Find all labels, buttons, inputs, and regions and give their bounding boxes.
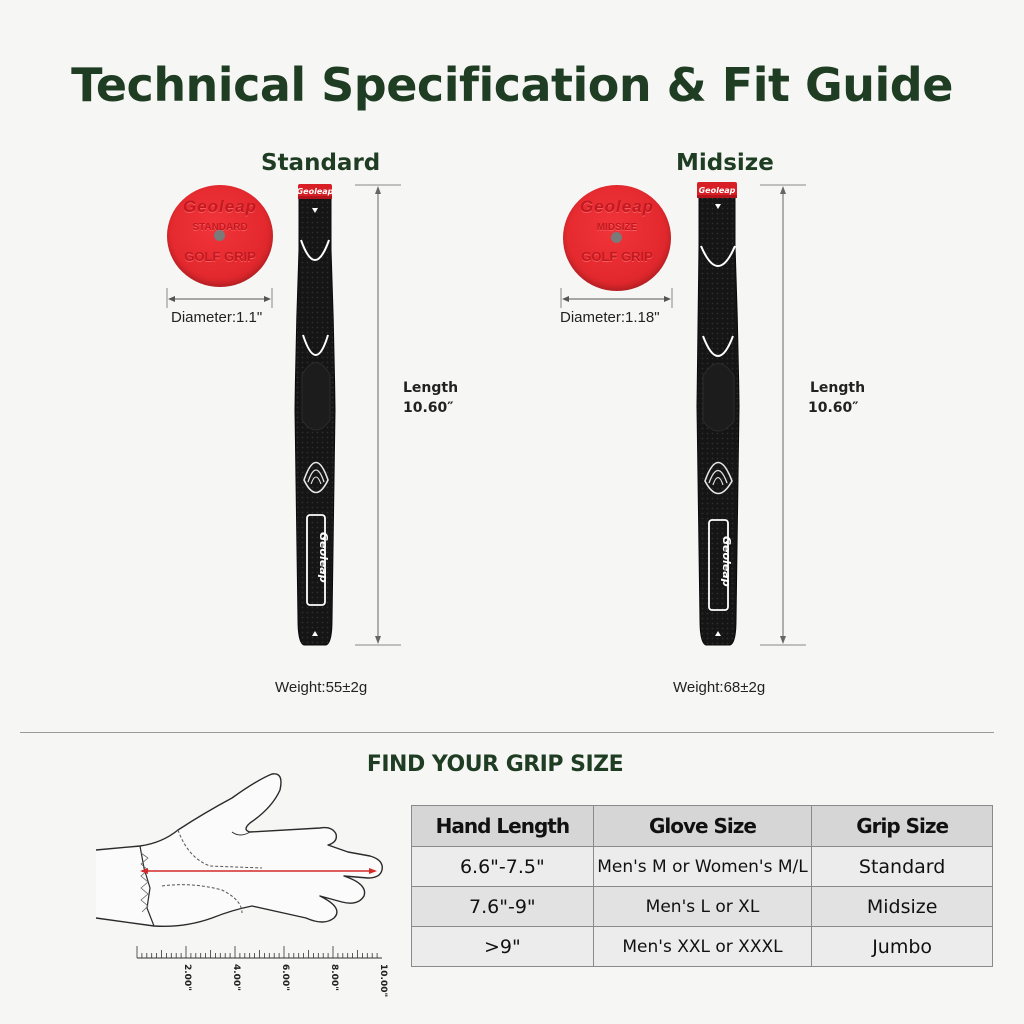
ruler-label-4: 4.00" bbox=[231, 964, 241, 991]
header-grip-size: Grip Size bbox=[811, 805, 993, 847]
page-title: Technical Specification & Fit Guide bbox=[71, 58, 953, 112]
glove-size-cell: Men's XXL or XXXL bbox=[592, 926, 813, 967]
grip-brand: Geoleap bbox=[720, 536, 733, 587]
fit-guide-title: FIND YOUR GRIP SIZE bbox=[366, 752, 624, 777]
header-hand-length: Hand Length bbox=[411, 805, 594, 847]
grip-size-cell: Jumbo bbox=[811, 926, 993, 967]
disc-size-label: MIDSIZE bbox=[596, 222, 638, 233]
ruler-label-8: 8.00" bbox=[329, 964, 339, 991]
midsize-diameter-text: Diameter:1.18" bbox=[560, 309, 660, 326]
grip-size-cell: Standard bbox=[811, 846, 993, 887]
midsize-weight-text: Weight:68±2g bbox=[673, 679, 766, 696]
midsize-diameter-arrow bbox=[560, 288, 673, 308]
hand-measurement-illustration: 2.00" 4.00" 6.00" 8.00" 10.00" bbox=[95, 773, 388, 997]
standard-diameter-arrow bbox=[166, 288, 273, 308]
ruler-label-10: 10.00" bbox=[378, 964, 388, 997]
disc-brand: Geoleap bbox=[182, 197, 258, 216]
standard-length-label: Length bbox=[403, 380, 459, 396]
midsize-length-arrow bbox=[760, 184, 806, 646]
ruler-label-2: 2.00" bbox=[182, 964, 192, 991]
glove-size-cell: Men's L or XL bbox=[592, 886, 813, 927]
standard-weight-text: Weight:55±2g bbox=[275, 679, 368, 696]
standard-title: Standard bbox=[261, 150, 381, 176]
standard-length-value: 10.60″ bbox=[403, 400, 454, 416]
disc-brand: Geoleap bbox=[579, 197, 655, 216]
midsize-grip-end-disc: Geoleap MIDSIZE GOLF GRIP bbox=[563, 185, 671, 291]
header-glove-size: Glove Size bbox=[592, 805, 813, 847]
table-row: 6.6"-7.5" Men's M or Women's M/L Standar… bbox=[411, 846, 993, 887]
standard-grip-image: Geoleap Geoleap bbox=[294, 184, 336, 646]
table-header-row: Hand Length Glove Size Grip Size bbox=[411, 805, 993, 847]
disc-size-label: STANDARD bbox=[192, 222, 248, 233]
table-row: 7.6"-9" Men's L or XL Midsize bbox=[411, 886, 993, 927]
disc-golf-grip-label: GOLF GRIP bbox=[184, 249, 256, 264]
glove-size-cell: Men's M or Women's M/L bbox=[592, 846, 813, 887]
standard-grip-end-disc: Geoleap STANDARD GOLF GRIP bbox=[167, 185, 273, 287]
midsize-length-value: 10.60″ bbox=[808, 400, 859, 416]
ruler-label-6: 6.00" bbox=[280, 964, 290, 991]
cap-brand: Geoleap bbox=[297, 187, 334, 196]
standard-length-arrow bbox=[355, 184, 401, 646]
hand-length-cell: 6.6"-7.5" bbox=[411, 846, 594, 887]
disc-golf-grip-label: GOLF GRIP bbox=[581, 249, 653, 264]
midsize-grip-image: Geoleap Geoleap bbox=[696, 182, 740, 646]
vent-hole bbox=[214, 230, 225, 241]
table-row: >9" Men's XXL or XXXL Jumbo bbox=[411, 926, 993, 967]
vent-hole bbox=[611, 232, 622, 243]
grip-size-table: Hand Length Glove Size Grip Size 6.6"-7.… bbox=[411, 805, 993, 967]
midsize-length-label: Length bbox=[810, 380, 866, 396]
grip-size-cell: Midsize bbox=[811, 886, 993, 927]
hand-length-cell: 7.6"-9" bbox=[411, 886, 594, 927]
standard-diameter-text: Diameter:1.1" bbox=[171, 309, 263, 326]
grip-brand: Geoleap bbox=[317, 532, 330, 583]
hand-length-cell: >9" bbox=[411, 926, 594, 967]
cap-brand: Geoleap bbox=[699, 186, 736, 195]
section-divider bbox=[20, 732, 994, 733]
midsize-title: Midsize bbox=[676, 150, 774, 176]
